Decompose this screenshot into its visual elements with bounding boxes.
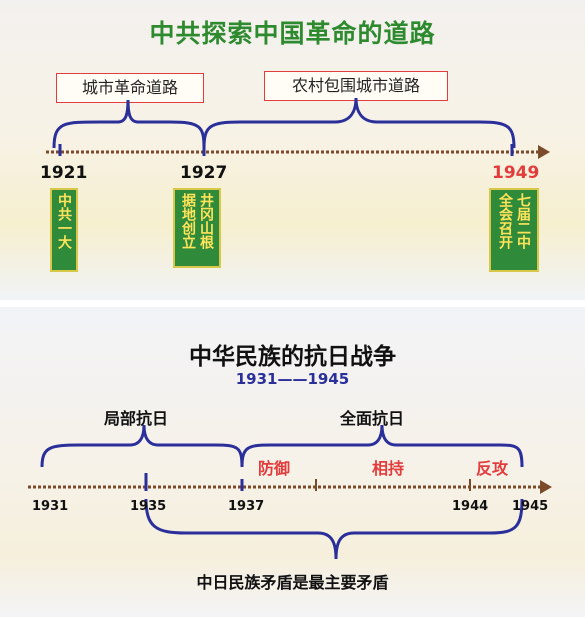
year-1949: 1949 <box>492 163 540 183</box>
anti-japanese-war-panel: 中华民族的抗日战争 1931——1945 局部抗日 全面抗日 防御 相持 反攻 … <box>0 307 585 617</box>
timeline-arrow <box>538 145 550 159</box>
brace-city-revolution <box>52 99 206 149</box>
year-1927: 1927 <box>180 163 228 183</box>
phase-local-resistance: 局部抗日 <box>104 409 169 428</box>
war-timeline-graphic <box>28 424 552 560</box>
event-seventh-plenum: 七届二中 全会召开 <box>489 188 539 272</box>
war-timeline-arrow <box>540 480 552 494</box>
year-1931: 1931 <box>32 499 69 514</box>
event-jinggangshan-base: 井冈山根 据地创立 <box>173 188 221 268</box>
brace-rural-encircle <box>202 97 516 149</box>
year-1921: 1921 <box>40 163 88 183</box>
year-1945: 1945 <box>512 499 549 514</box>
revolution-path-title: 中共探索中国革命的道路 <box>149 19 436 48</box>
event-seventh-plenum-col2: 全会召开 <box>497 193 513 249</box>
event-seventh-plenum-col1: 七届二中 <box>515 193 531 249</box>
stage-stalemate: 相持 <box>372 459 405 478</box>
brace-local-resistance <box>40 424 244 468</box>
year-1937: 1937 <box>228 499 265 514</box>
event-first-congress: 中共一大 <box>50 188 78 272</box>
event-jinggangshan-col1: 井冈山根 <box>198 193 214 249</box>
war-title: 中华民族的抗日战争 <box>189 344 396 370</box>
year-1944: 1944 <box>452 499 489 514</box>
event-first-congress-text: 中共一大 <box>56 193 72 249</box>
city-revolution-label: 城市革命道路 <box>56 73 204 103</box>
phase-full-resistance: 全面抗日 <box>340 409 405 428</box>
main-contradiction-note: 中日民族矛盾是最主要矛盾 <box>196 573 389 592</box>
war-period: 1931——1945 <box>235 370 350 388</box>
stage-defense: 防御 <box>258 459 291 478</box>
brace-full-resistance <box>240 424 524 468</box>
stage-counteroffensive: 反攻 <box>476 459 509 478</box>
year-1935: 1935 <box>130 499 167 514</box>
revolution-timeline-graphic <box>46 97 550 159</box>
panel-divider <box>0 300 585 307</box>
event-jinggangshan-col2: 据地创立 <box>180 193 196 249</box>
revolution-path-panel: 中共探索中国革命的道路 城市革命道路 农村包围城市道路 1921 1927 19… <box>0 0 585 300</box>
brace-main-contradiction <box>144 498 524 560</box>
